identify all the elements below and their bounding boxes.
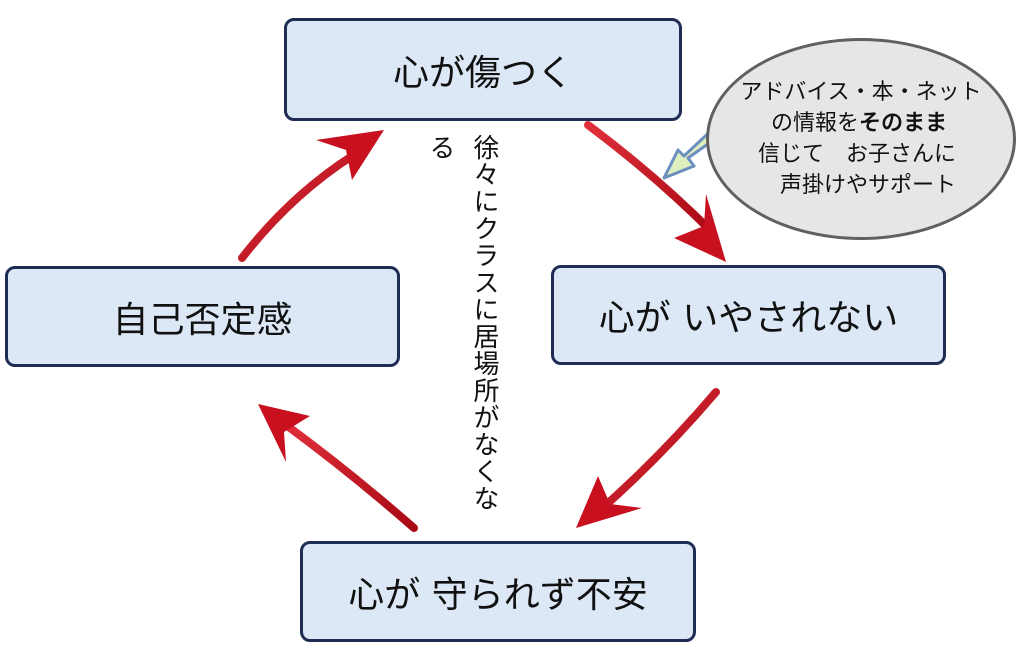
vertical-caption: 徐々にクラスに居場所がなくなる [425, 134, 499, 512]
cycle-box-left: 自己否定感 [5, 266, 400, 367]
arrow-right-to-bottom [576, 388, 720, 528]
callout-line-1: アドバイス・本・ネット [740, 80, 982, 105]
cycle-box-bottom-label: 心が 守られず不安 [348, 574, 648, 616]
cycle-box-left-label: 自己否定感 [112, 299, 293, 341]
cycle-box-right: 心が いやされない [551, 265, 946, 365]
arrow-bottom-to-left [258, 404, 418, 532]
cycle-box-top-label: 心が傷つく [392, 52, 573, 94]
arrow-top-to-right [584, 121, 726, 262]
callout-line-2-text: の情報を [770, 111, 859, 136]
cycle-box-right-label: 心が いやされない [598, 298, 899, 339]
callout-line-2-bold: そのまま [859, 111, 948, 136]
cycle-box-top: 心が傷つく [284, 18, 682, 121]
arrow-left-to-top [238, 130, 384, 262]
callout-line-3: 信じて お子さんに [757, 142, 956, 167]
callout-line-2: の情報をそのまま [771, 108, 947, 139]
cycle-box-bottom: 心が 守られず不安 [300, 541, 696, 642]
callout-line-4: 声掛けやサポート [779, 173, 956, 198]
advice-callout: アドバイス・本・ネット の情報をそのまま 信じて お子さんに 声掛けやサポート [706, 38, 1016, 240]
